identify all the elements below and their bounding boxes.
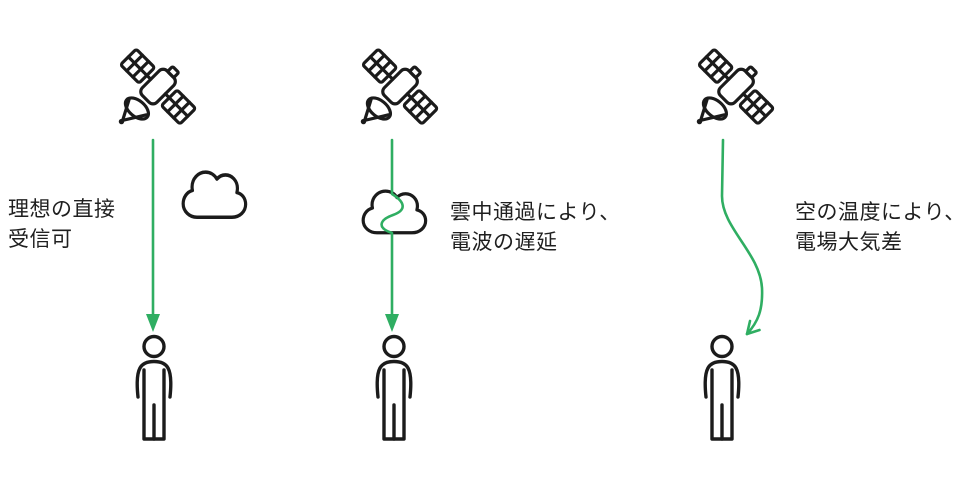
panel-label: 雲中通過により、 電波の遅延 [450, 198, 621, 258]
label-line: 雲中通過により、 [450, 201, 621, 224]
person-icon [135, 334, 173, 441]
label-line: 理想の直接 [8, 198, 116, 221]
panel-label: 空の温度により、 電場大気差 [795, 198, 960, 258]
satellite-icon [696, 48, 775, 125]
signal-arrow-straight [146, 138, 160, 332]
label-line: 電波の遅延 [450, 231, 558, 254]
panel-label: 理想の直接 受信可 [8, 195, 116, 255]
person-icon [375, 334, 413, 441]
satellite-icon [360, 48, 439, 125]
person-icon [703, 334, 741, 441]
satellite-icon [118, 48, 197, 125]
signal-arrow-squiggle [380, 138, 404, 332]
signal-arrow-refracted [720, 138, 764, 336]
label-line: 電場大気差 [795, 231, 903, 254]
label-line: 受信可 [8, 228, 73, 251]
cloud-icon [181, 170, 248, 220]
label-line: 空の温度により、 [795, 201, 960, 224]
